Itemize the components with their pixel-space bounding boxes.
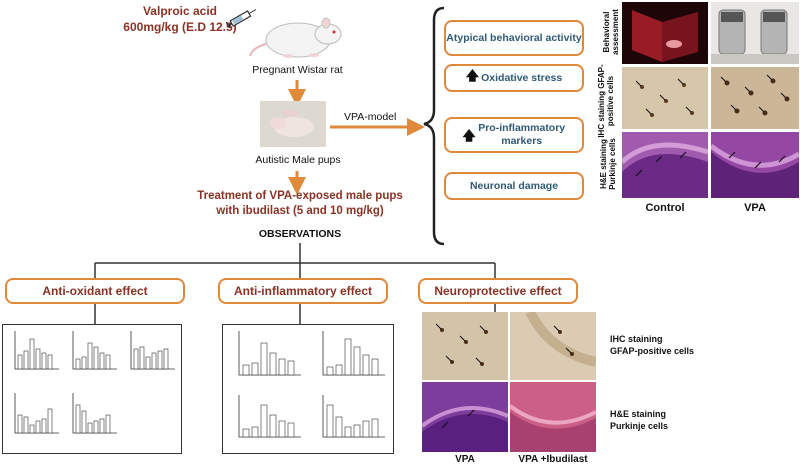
bottom-caption-ihc-line2: GFAP-positive cells [610, 346, 695, 356]
bottom-label-vpa-ibudilast: VPA +Ibudilast [518, 454, 588, 465]
antioxidant-thumbnails [14, 331, 175, 434]
bottom-he-ibudilast [510, 382, 596, 452]
behavior-photo-vpa [711, 2, 799, 64]
bottom-caption-ihc: IHC staining GFAP-positive cells [610, 333, 694, 357]
side-label-ihc: IHC staining GFAP-positive cells [597, 64, 615, 138]
rat-label: Pregnant Wistar rat [252, 64, 343, 76]
syringe-icon [226, 9, 257, 28]
effect-neuroprotective-text: Neuroprotective effect [434, 284, 562, 298]
effect-antioxidant: Anti-oxidant effect [5, 278, 185, 304]
observations-heading: OBSERVATIONS [258, 228, 342, 240]
effect-antioxidant-text: Anti-oxidant effect [42, 284, 148, 298]
outcome-oxidative-text: Oxidative stress [481, 72, 563, 84]
outcome-inflammatory-text: Pro-inflammatory markers [478, 122, 566, 147]
column-label-vpa: VPA [744, 202, 766, 214]
outcome-neuronal: Neuronal damage [444, 172, 584, 200]
treatment-line-1: Treatment of VPA-exposed male pups [197, 190, 403, 202]
ihc-photo-vpa [711, 67, 799, 129]
up-arrow-icon: 🡅 [462, 127, 476, 143]
pups-photo [260, 101, 326, 147]
drug-dose: 600mg/kg (E.D 12.5) [123, 20, 237, 34]
effect-neuroprotective: Neuroprotective effect [418, 278, 578, 304]
he-photo-control [622, 132, 708, 198]
outcome-oxidative: 🡅 Oxidative stress [444, 64, 584, 92]
up-arrow-icon: 🡅 [465, 68, 480, 83]
outcome-bracket [423, 6, 445, 246]
bottom-caption-he: H&E staining Purkinje cells [610, 408, 668, 432]
side-label-he: H&E staining Purkinje cells [599, 138, 617, 190]
drug-name: Valproic acid [142, 4, 218, 18]
bottom-caption-ihc-line1: IHC staining [610, 334, 663, 344]
antiinflammatory-thumbnails [238, 331, 385, 438]
pregnant-rat-icon [249, 17, 342, 58]
column-label-control: Control [645, 202, 685, 214]
pups-label: Autistic Male pups [255, 154, 341, 166]
ihc-photo-control [622, 67, 708, 129]
antiinflammatory-chart-panel [222, 324, 394, 454]
outcome-neuronal-text: Neuronal damage [469, 180, 559, 192]
model-label: VPA-model [344, 111, 397, 123]
outcome-behavioral-text: Atypical behavioral activity [446, 31, 582, 44]
side-label-behavioral: Behavioral assessment [602, 9, 620, 55]
bottom-caption-he-line1: H&E staining [610, 409, 667, 419]
outcome-behavioral: Atypical behavioral activity [444, 20, 584, 56]
antioxidant-chart-panel [2, 324, 182, 454]
bottom-label-vpa: VPA [455, 454, 475, 465]
outcome-inflammatory: 🡅 Pro-inflammatory markers [444, 117, 584, 153]
bottom-ihc-vpa [422, 312, 508, 380]
effect-antiinflammatory-text: Anti-inflammatory effect [233, 284, 373, 298]
bottom-caption-he-line2: Purkinje cells [610, 421, 669, 431]
effect-antiinflammatory: Anti-inflammatory effect [218, 278, 388, 304]
bottom-he-vpa [422, 382, 508, 452]
behavior-photo-control [622, 2, 708, 64]
treatment-line-2: with ibudilast (5 and 10 mg/kg) [216, 205, 384, 217]
bottom-ihc-ibudilast [510, 312, 596, 380]
he-photo-vpa [711, 132, 799, 198]
